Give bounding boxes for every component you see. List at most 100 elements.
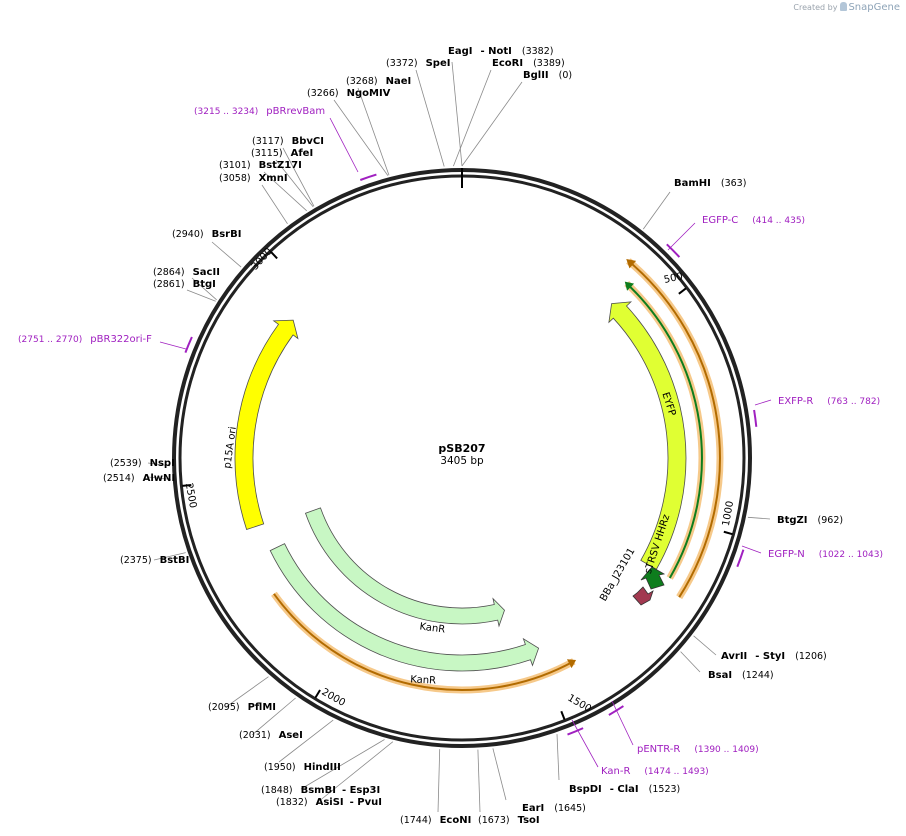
- tick-mark: [560, 710, 566, 720]
- enzyme-label-bstbi: (2375)BstBI: [120, 555, 189, 566]
- primer-range: (414 .. 435): [752, 216, 805, 226]
- enzyme-name: PflMI: [248, 702, 276, 713]
- plasmid-name: pSB207: [438, 442, 485, 455]
- enzyme-name: AlwNI: [143, 473, 176, 484]
- primer-range: (763 .. 782): [827, 397, 880, 407]
- enzyme-name-2: PvuI: [357, 797, 382, 808]
- enzyme-label-bamhi: BamHI(363): [674, 178, 746, 189]
- tick-mark: [182, 483, 192, 487]
- primer-mark: [184, 336, 193, 353]
- map-center: pSB207 3405 bp: [438, 442, 485, 467]
- enzyme-name: BtgZI: [777, 515, 808, 526]
- enzyme-label-asei: (2031) AseI: [239, 730, 303, 741]
- enzyme-name: EcoNI: [440, 815, 472, 826]
- feature-kanr-arrow: [304, 507, 505, 628]
- primer-name: pENTR-R: [637, 744, 680, 755]
- enzyme-name: BsmBI: [301, 785, 336, 796]
- primer-mark: [567, 727, 584, 736]
- primer-range: (1390 .. 1409): [694, 745, 758, 755]
- enzyme-position: (3058): [219, 173, 251, 184]
- enzyme-leader: [451, 61, 463, 167]
- enzyme-name: EagI: [448, 46, 472, 57]
- primer-mark: [736, 549, 745, 568]
- orfs: [271, 258, 724, 694]
- primer-leader: [329, 117, 359, 173]
- enzyme-name: TsoI: [518, 815, 540, 826]
- tick-label: 2000: [319, 687, 347, 709]
- enzyme-position: (3101): [219, 160, 251, 171]
- primer-range: (1474 .. 1493): [644, 767, 708, 777]
- primer-range: (3215 .. 3234): [194, 107, 258, 117]
- enzyme-position: (1523): [649, 784, 681, 795]
- enzyme-position: (2940): [172, 229, 204, 240]
- enzyme-name: NaeI: [386, 76, 412, 87]
- enzyme-label-btgi: (2861)BtgI: [153, 279, 216, 290]
- enzyme-leader: [147, 462, 171, 467]
- enzyme-name: AseI: [279, 730, 303, 741]
- enzyme-label-pflmi: (2095)PflMI: [208, 702, 276, 713]
- enzyme-label-ngomiv: (3266)NgoMIV: [307, 88, 391, 99]
- primer-name: EXFP-R: [778, 396, 813, 407]
- enzyme-leader: [415, 69, 445, 167]
- enzyme-leader: [642, 191, 671, 230]
- tick-mark: [678, 287, 687, 295]
- primer-label-pbr322ori-f: (2751 .. 2770)pBR322ori-F: [18, 334, 152, 345]
- tick-mark: [723, 530, 733, 536]
- tick-mark: [270, 251, 278, 260]
- enzyme-position: (2031): [239, 730, 271, 741]
- enzyme-position: (2514): [103, 473, 135, 484]
- enzyme-name: AvrII: [721, 651, 747, 662]
- orf-arc: [626, 282, 703, 579]
- tick-label: 500: [663, 271, 684, 286]
- enzyme-leader: [186, 289, 216, 302]
- enzyme-labels: EagI- NotI(3382)EcoRI(3389)BglII(0)(3372…: [103, 46, 843, 826]
- enzyme-leader: [747, 516, 771, 520]
- enzyme-label-eari: EarI(1645): [522, 803, 586, 814]
- enzyme-leader: [357, 87, 390, 176]
- enzyme-label-naei: (3268)NaeI: [346, 76, 411, 87]
- enzyme-name: BbvCI: [292, 136, 324, 147]
- enzyme-label-bspdi: BspDI- ClaI(1523): [569, 784, 680, 795]
- primer-label-egfp-n: EGFP-N(1022 .. 1043): [768, 549, 883, 560]
- enzyme-position: (3382): [522, 46, 554, 57]
- primer-leader: [754, 399, 772, 406]
- enzyme-name: HindIII: [304, 762, 341, 773]
- enzyme-position: (3117): [252, 136, 284, 147]
- snapgene-logo-icon: [840, 2, 848, 11]
- enzyme-position: (3115): [251, 148, 283, 159]
- enzyme-position: (2375): [120, 555, 152, 566]
- enzyme-position: (1950): [264, 762, 296, 773]
- enzyme-position: (1673): [478, 815, 510, 826]
- enzyme-name-2: Esp3I: [350, 785, 381, 796]
- primer-name: EGFP-N: [768, 549, 805, 560]
- feature-eyfp-arrow: [608, 301, 687, 570]
- enzyme-leader: [317, 741, 394, 803]
- primer-label-pbrrevbam: (3215 .. 3234)pBRrevBam: [194, 106, 325, 117]
- enzyme-name: BglII: [523, 70, 549, 81]
- enzyme-leader: [211, 241, 242, 268]
- enzyme-leader: [492, 748, 507, 801]
- enzyme-name: AsiSI: [316, 797, 344, 808]
- enzyme-position: (0): [559, 70, 572, 81]
- enzyme-label-bstz17i: (3101)BstZ17I: [219, 160, 302, 171]
- enzyme-label-bglii: BglII (0): [523, 70, 572, 81]
- enzyme-name: NspI: [150, 458, 175, 469]
- enzyme-leader: [251, 697, 296, 736]
- primer-leader: [611, 700, 634, 746]
- enzyme-leader: [282, 147, 315, 207]
- primer-mark: [753, 409, 758, 427]
- feature-label-bba-j23101: BBa_J23101: [598, 546, 637, 603]
- enzyme-position: (363): [721, 178, 747, 189]
- enzyme-label-spei: (3372)SpeI: [386, 58, 450, 69]
- enzyme-separator: -: [480, 46, 488, 57]
- enzyme-label-nspi: (2539)NspI: [110, 458, 175, 469]
- tick-label: 1500: [565, 693, 593, 715]
- enzyme-name: BtgI: [193, 279, 216, 290]
- enzyme-position: (1848): [261, 785, 293, 796]
- primer-name: pBR322ori-F: [90, 334, 152, 345]
- enzyme-leader: [556, 734, 560, 781]
- orf-arrowhead: [626, 259, 637, 269]
- credit-prefix: Created by: [793, 3, 838, 12]
